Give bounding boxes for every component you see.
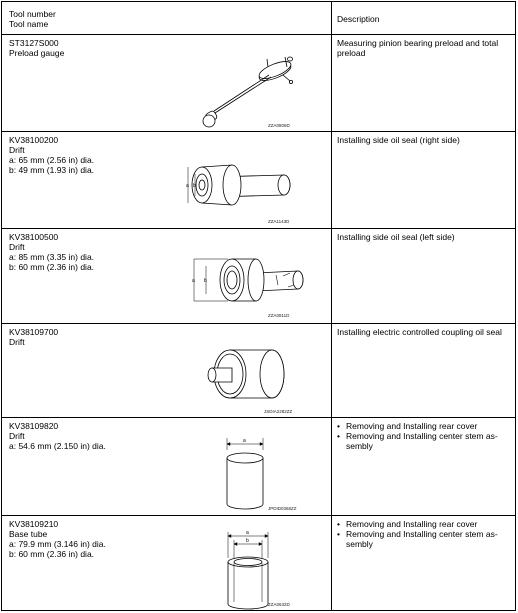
tool-name: Preload gauge [9, 48, 65, 58]
table-row: KV38109700 Drift JSDIA2282ZZ Installing … [2, 324, 515, 418]
tool-name: Base tube [9, 529, 48, 539]
tool-number: KV38109210 [9, 519, 59, 529]
tool-description: Installing electric controlled coupling … [337, 327, 502, 337]
tool-description: Installing side oil seal (right side) [337, 135, 460, 145]
image-code: JPDID0368ZZ [268, 506, 297, 511]
svg-text:a: a [243, 438, 246, 444]
drift-icon: a b [186, 164, 291, 206]
image-code: ZZA0806D [268, 123, 290, 128]
tool-number: KV38100200 [9, 135, 59, 145]
drift-icon [207, 349, 285, 399]
tool-dimension: a: 54.6 mm (2.150 in) dia. [9, 441, 106, 451]
tool-name: Drift [9, 242, 25, 252]
tool-description: Measuring pinion bearing preload and tot… [337, 38, 499, 58]
table-header: Tool number Tool name Description [2, 2, 515, 35]
svg-text:b: b [246, 538, 249, 544]
tool-dimension: b: 49 mm (1.93 in) dia. [9, 165, 95, 175]
tool-number: KV38109700 [9, 327, 59, 337]
tool-number: ST3127S000 [9, 38, 59, 48]
tool-number: KV38100500 [9, 232, 59, 242]
cylinder-drift-icon: a [226, 438, 264, 510]
tool-name: Drift [9, 337, 25, 347]
svg-text:b: b [193, 183, 196, 189]
svg-text:b: b [204, 278, 207, 284]
column-divider [331, 2, 332, 610]
tool-description: Removing and Installing rear cover Remov… [337, 519, 509, 549]
header-description: Description [337, 14, 380, 24]
description-bullet: Removing and Installing center stem as-s… [337, 529, 509, 549]
tool-description: Removing and Installing rear cover Remov… [337, 421, 509, 451]
base-tube-icon: a b [227, 530, 269, 610]
description-bullet: Removing and Installing rear cover [337, 421, 509, 431]
preload-gauge-icon [202, 56, 294, 128]
tool-number: KV38109820 [9, 421, 59, 431]
tool-dimension: a: 65 mm (2.56 in) dia. [9, 155, 95, 165]
tool-dimension: a: 79.9 mm (3.146 in) dia. [9, 539, 106, 549]
description-bullet: Removing and Installing center stem as-s… [337, 431, 509, 451]
table-row: KV38100200 Drift a: 65 mm (2.56 in) dia.… [2, 132, 515, 229]
tool-dimension: a: 85 mm (3.35 in) dia. [9, 252, 95, 262]
image-code: ZZA0811D [268, 313, 290, 318]
image-code: ZZA0632D [268, 602, 290, 607]
svg-text:a: a [246, 530, 249, 536]
tool-name: Drift [9, 145, 25, 155]
svg-text:a: a [186, 183, 189, 189]
tool-description: Installing side oil seal (left side) [337, 232, 455, 242]
table-row: KV38109210 Base tube a: 79.9 mm (3.146 i… [2, 516, 515, 610]
tool-name: Drift [9, 431, 25, 441]
header-tool-name: Tool name [9, 19, 49, 29]
image-code: JSDIA2282ZZ [264, 409, 293, 414]
table-row: ST3127S000 Preload gauge ZZA0806D Measur… [2, 35, 515, 132]
header-tool-number: Tool number [9, 9, 56, 19]
description-bullet: Removing and Installing rear cover [337, 519, 509, 529]
table-row: KV38100500 Drift a: 85 mm (3.35 in) dia.… [2, 229, 515, 324]
table-row: KV38109820 Drift a: 54.6 mm (2.150 in) d… [2, 418, 515, 516]
svg-text:a: a [192, 278, 195, 284]
tool-dimension: b: 60 mm (2.36 in) dia. [9, 549, 95, 559]
tool-dimension: b: 60 mm (2.36 in) dia. [9, 262, 95, 272]
drift-icon: a b [192, 258, 304, 302]
image-code: ZZA1143D [268, 219, 290, 224]
